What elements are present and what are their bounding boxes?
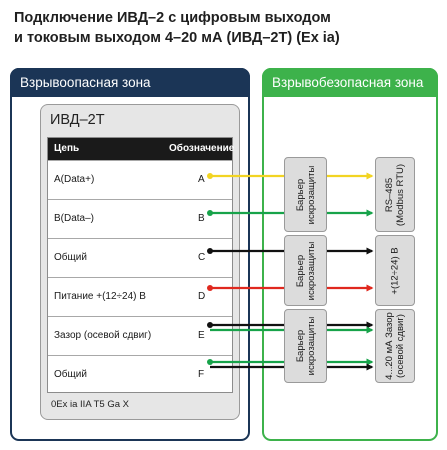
target-current-line1: 4...20 мА Зазор xyxy=(384,312,395,380)
barrier-1: Барьер искрозащиты xyxy=(284,157,327,232)
pinout-table: Цепь Обозначение A(Data+) A B(Data–) B О… xyxy=(47,137,235,394)
target-rs485-line2: (Modbus RTU) xyxy=(395,163,406,226)
target-power-line1: +(12÷24) В xyxy=(389,246,401,295)
table-row: B(Data–) B xyxy=(48,199,232,238)
row-circuit: Питание +(12÷24) В xyxy=(54,291,146,302)
target-power: +(12÷24) В xyxy=(375,235,415,306)
table-row: Зазор (осевой сдвиг) E xyxy=(48,316,232,355)
row-circuit: A(Data+) xyxy=(54,174,95,185)
target-current-label: 4...20 мА Зазор (осевой сдвиг) xyxy=(384,312,406,380)
barrier-3-line1: Барьер xyxy=(294,329,306,363)
device-name: ИВД–2Т xyxy=(50,112,105,128)
barrier-1-line1: Барьер xyxy=(294,178,306,211)
target-rs485-line1: RS–485 xyxy=(384,177,395,212)
barrier-1-line2: искрозащиты xyxy=(305,165,317,224)
target-rs485-label: RS–485 (Modbus RTU) xyxy=(384,163,406,225)
title-line-2: и токовым выходом 4–20 мА (ИВД–2Т) (Ex i… xyxy=(14,30,340,46)
page-title: Подключение ИВД–2 с цифровым выходом и т… xyxy=(14,8,439,48)
device-card: ИВД–2Т Цепь Обозначение A(Data+) A B(Dat… xyxy=(40,104,240,420)
table-row: A(Data+) A xyxy=(48,160,232,199)
safe-zone-header: Взрывобезопасная зона xyxy=(262,68,438,97)
table-row: Общий F xyxy=(48,355,232,394)
barrier-2-line2: искрозащиты xyxy=(305,241,317,300)
safe-zone: Взрывобезопасная зона xyxy=(262,68,438,441)
row-circuit: B(Data–) xyxy=(54,213,95,224)
table-row: Питание +(12÷24) В D xyxy=(48,277,232,316)
title-line-1: Подключение ИВД–2 с цифровым выходом xyxy=(14,10,331,26)
barrier-2-label: Барьер искрозащиты xyxy=(295,241,317,300)
target-current: 4...20 мА Зазор (осевой сдвиг) xyxy=(375,309,415,383)
row-circuit: Зазор (осевой сдвиг) xyxy=(54,330,152,341)
barrier-3-label: Барьер искрозащиты xyxy=(295,317,317,376)
target-rs485: RS–485 (Modbus RTU) xyxy=(375,157,415,232)
column-header-designation: Обозначение xyxy=(169,143,235,154)
row-pin: C xyxy=(198,252,206,263)
ex-marking: 0Ex ia IIA T5 Ga X xyxy=(51,399,129,410)
table-header: Цепь Обозначение xyxy=(48,138,235,160)
row-pin: A xyxy=(198,174,205,185)
barrier-2-line1: Барьер xyxy=(294,254,306,287)
column-header-circuit: Цепь xyxy=(54,143,80,154)
target-power-label: +(12÷24) В xyxy=(390,247,401,294)
row-pin: F xyxy=(198,369,205,380)
row-circuit: Общий xyxy=(54,369,87,380)
barrier-2: Барьер искрозащиты xyxy=(284,235,327,306)
barrier-1-label: Барьер искрозащиты xyxy=(295,165,317,224)
row-pin: B xyxy=(198,213,205,224)
barrier-3: Барьер искрозащиты xyxy=(284,309,327,383)
target-current-line2: (осевой сдвиг) xyxy=(395,314,406,378)
row-pin: D xyxy=(198,291,206,302)
hazardous-zone-header: Взрывоопасная зона xyxy=(10,68,250,97)
hazardous-zone: Взрывоопасная зона xyxy=(10,68,250,441)
barrier-3-line2: искрозащиты xyxy=(305,316,317,376)
row-circuit: Общий xyxy=(54,252,87,263)
row-pin: E xyxy=(198,330,205,341)
table-row: Общий C xyxy=(48,238,232,277)
